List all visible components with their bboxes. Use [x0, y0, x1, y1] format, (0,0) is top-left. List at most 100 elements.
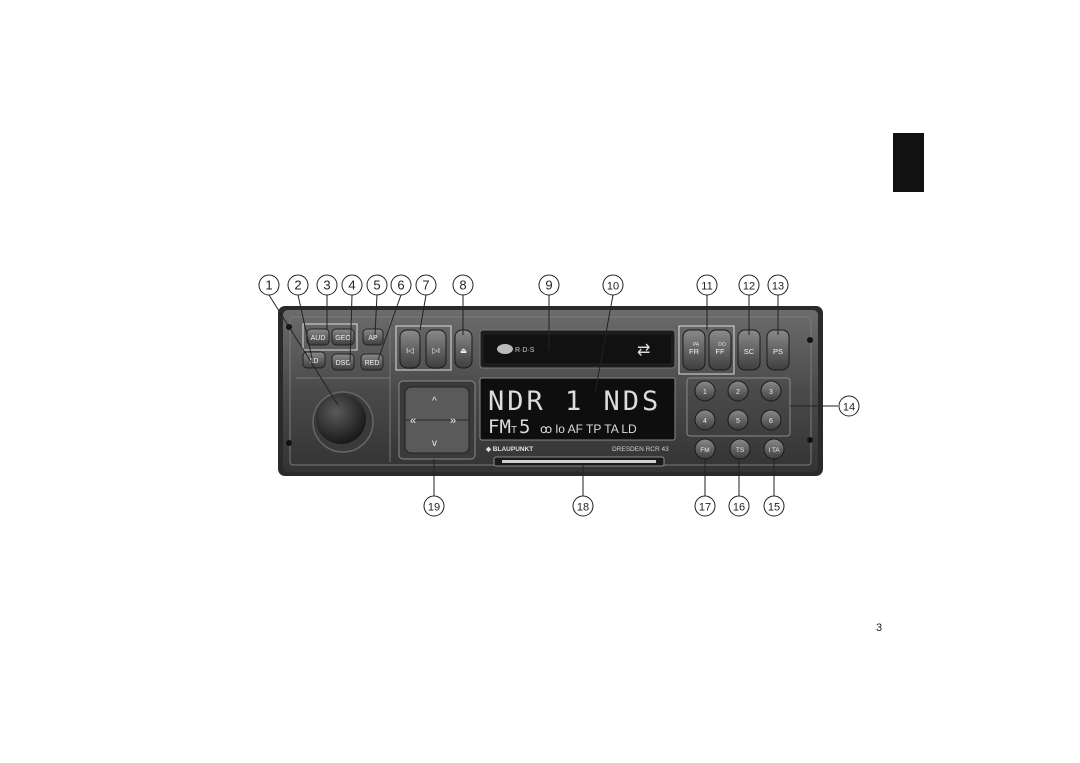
leader-line — [374, 294, 378, 336]
preset-keypad-frame — [686, 377, 791, 437]
callout-6: 6 — [390, 274, 412, 296]
volume-knob[interactable] — [312, 391, 374, 453]
preset-4-button[interactable]: 4 — [694, 409, 716, 431]
cassette-slot[interactable]: R·D·S ⇄ — [479, 329, 676, 369]
callout-19: 19 — [423, 495, 445, 517]
screw — [286, 440, 292, 446]
ta-button[interactable]: I TA — [763, 438, 785, 460]
geo-button-label: GEO — [335, 335, 351, 342]
callout-2-label: 2 — [294, 278, 301, 293]
model-name: DRESDEN RCR 43 — [612, 446, 669, 453]
preset-1-button[interactable]: 1 — [694, 380, 716, 402]
callout-16-label: 16 — [733, 502, 745, 514]
callout-18: 18 — [572, 495, 594, 517]
display-band-sub: T — [511, 425, 517, 436]
ps-button[interactable]: PS — [766, 329, 790, 371]
preset-3-label: 3 — [769, 389, 773, 396]
callout-15-label: 15 — [768, 502, 780, 514]
preset-5-button[interactable]: 5 — [727, 409, 749, 431]
geo-button[interactable]: GEO — [331, 328, 355, 346]
display-indicators: ꝏ lo AF TP TA LD — [540, 422, 637, 436]
callout-14: 14 — [838, 395, 860, 417]
page-number: 3 — [876, 622, 883, 634]
callout-19-label: 19 — [428, 502, 440, 514]
ld-button[interactable]: LD — [302, 351, 326, 369]
group-box-aud-geo — [302, 323, 358, 351]
red-button[interactable]: RED — [360, 353, 384, 371]
brand-logo: ◆ BLAUPUNKT — [485, 446, 533, 453]
leader-line — [268, 294, 339, 406]
display-station-name: NDR 1 NDS — [488, 386, 661, 417]
display-memory-bank: 5 — [519, 416, 530, 438]
dpad-left-icon[interactable]: « — [410, 415, 416, 427]
tape-direction-icon: ⇄ — [637, 342, 650, 359]
preset-1-label: 1 — [703, 389, 707, 396]
dpad-down-icon[interactable]: v — [432, 438, 437, 449]
screw — [807, 437, 813, 443]
fr-button-label: FR — [689, 347, 700, 356]
leader-line — [377, 294, 402, 361]
callout-10: 10 — [602, 274, 624, 296]
callout-17-label: 17 — [699, 502, 711, 514]
eject-button[interactable]: ⏏ — [454, 329, 473, 369]
ld-button-label: LD — [310, 358, 319, 365]
leader-line — [419, 294, 427, 331]
card-slot[interactable] — [493, 456, 665, 467]
dsc-button-label: DSC — [336, 360, 351, 367]
callout-11-label: 11 — [701, 281, 712, 293]
dsc-button[interactable]: DSC — [331, 353, 355, 371]
dpad-right-icon[interactable]: » — [450, 415, 456, 427]
callout-10-label: 10 — [607, 281, 619, 293]
aud-button[interactable]: AUD — [306, 328, 330, 346]
callout-7-label: 7 — [422, 278, 429, 293]
rds-logo: R·D·S — [515, 347, 535, 354]
callout-5: 5 — [366, 274, 388, 296]
callout-13-label: 13 — [772, 281, 784, 293]
preset-3-button[interactable]: 3 — [760, 380, 782, 402]
ts-button-label: TS — [736, 447, 745, 454]
callout-7: 7 — [415, 274, 437, 296]
screw — [807, 337, 813, 343]
callout-1-label: 1 — [265, 278, 272, 293]
dpad-up-icon[interactable]: ^ — [432, 396, 437, 407]
seek-back-button[interactable]: I◁ — [399, 329, 421, 369]
dpad[interactable]: ^ v « » — [398, 380, 476, 460]
callout-3: 3 — [316, 274, 338, 296]
thumb-index-tab — [893, 133, 924, 192]
callout-8: 8 — [452, 274, 474, 296]
callout-8-label: 8 — [459, 278, 466, 293]
callout-4-label: 4 — [348, 278, 355, 293]
ts-button[interactable]: TS — [729, 438, 751, 460]
leader-line — [349, 294, 353, 363]
callout-11: 11 — [696, 274, 718, 296]
ap-button[interactable]: AP — [362, 328, 384, 346]
ta-button-label: I TA — [768, 447, 780, 454]
seek-back-button-label: I◁ — [406, 346, 415, 355]
preset-2-label: 2 — [736, 389, 740, 396]
callout-1: 1 — [258, 274, 280, 296]
ff-button-secondary-label: DO — [718, 342, 726, 348]
fm-button[interactable]: FM — [694, 438, 716, 460]
preset-6-button[interactable]: 6 — [760, 409, 782, 431]
aud-button-label: AUD — [311, 335, 326, 342]
callout-9-label: 9 — [545, 278, 552, 293]
preset-6-label: 6 — [769, 418, 773, 425]
callout-18-label: 18 — [577, 502, 589, 514]
seek-forward-button[interactable]: ▷I — [425, 329, 447, 369]
sc-button[interactable]: SC — [737, 329, 761, 371]
callout-4: 4 — [341, 274, 363, 296]
preset-2-button[interactable]: 2 — [727, 380, 749, 402]
callout-2: 2 — [287, 274, 309, 296]
callout-12: 12 — [738, 274, 760, 296]
callout-17: 17 — [694, 495, 716, 517]
callout-15: 15 — [763, 495, 785, 517]
rds-logo-icon — [497, 344, 513, 354]
preset-5-label: 5 — [736, 418, 740, 425]
ap-button-label: AP — [368, 335, 378, 342]
group-box-seek — [395, 325, 452, 371]
seek-forward-button-label: ▷I — [432, 346, 440, 355]
